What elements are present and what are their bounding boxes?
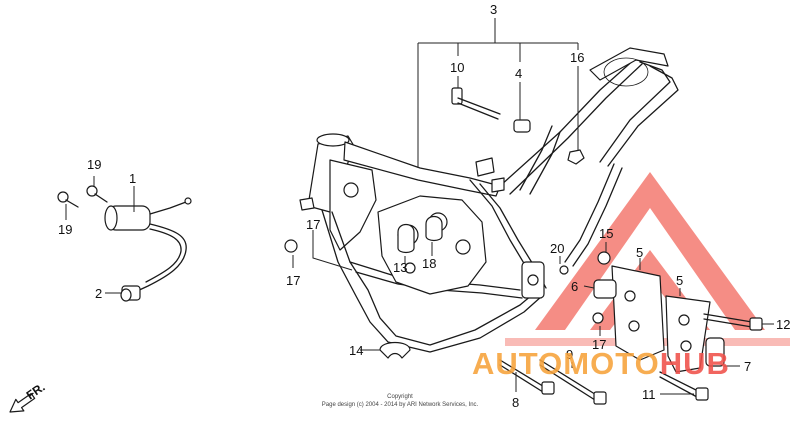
callout-13: 13 <box>393 260 407 275</box>
clip-14 <box>379 341 411 359</box>
bolt-9 <box>539 359 607 405</box>
callout-2: 2 <box>95 286 102 301</box>
callout-19-top: 19 <box>87 157 101 172</box>
callout-9: 9 <box>566 347 573 362</box>
ignition-coil <box>104 197 192 302</box>
callout-5-upper: 5 <box>636 245 643 260</box>
collar-4 <box>513 119 531 133</box>
screw-19-right <box>86 185 108 203</box>
engine-hanger-brackets <box>559 251 763 373</box>
callout-4: 4 <box>515 66 522 81</box>
callout-6: 6 <box>571 279 578 294</box>
callout-1: 1 <box>129 171 136 186</box>
callout-7: 7 <box>744 359 751 374</box>
callout-5-lower: 5 <box>676 273 683 288</box>
callout-14: 14 <box>349 343 363 358</box>
watermark-text: AUTOMOTOHUB <box>472 346 730 382</box>
callout-11: 11 <box>642 387 656 402</box>
bolt-10 <box>451 87 501 120</box>
callout-19-bottom: 19 <box>58 222 72 237</box>
leader-lines <box>65 18 774 395</box>
callout-17-left: 17 <box>286 273 300 288</box>
callout-15: 15 <box>599 226 613 241</box>
callout-17-right: 17 <box>592 337 606 352</box>
callout-16: 16 <box>570 50 584 65</box>
arrow-left-icon <box>9 392 36 413</box>
callout-8: 8 <box>512 395 519 410</box>
nut-16 <box>567 149 585 165</box>
grommet-17 <box>284 239 298 253</box>
watermark-text-automoto: AUTOMOTO <box>472 346 660 381</box>
copyright-line-1: Copyright <box>387 394 413 400</box>
callout-17-upper: 17 <box>306 217 320 232</box>
bushing-13 <box>397 223 415 254</box>
copyright-line-2: Page design (c) 2004 - 2014 by ARI Netwo… <box>322 402 479 408</box>
callout-3: 3 <box>490 2 497 17</box>
callout-18: 18 <box>422 256 436 271</box>
bolt-8 <box>499 359 555 395</box>
callout-20: 20 <box>550 241 564 256</box>
callout-10: 10 <box>450 60 464 75</box>
callout-12: 12 <box>776 317 790 332</box>
screw-19-left <box>57 191 79 208</box>
bushing-18 <box>425 215 443 242</box>
callout-labels: 3 10 4 16 19 1 19 2 17 17 13 18 14 20 15… <box>58 2 790 410</box>
front-direction-indicator: FR. <box>9 380 48 413</box>
watermark-text-hub: HUB <box>659 346 730 381</box>
